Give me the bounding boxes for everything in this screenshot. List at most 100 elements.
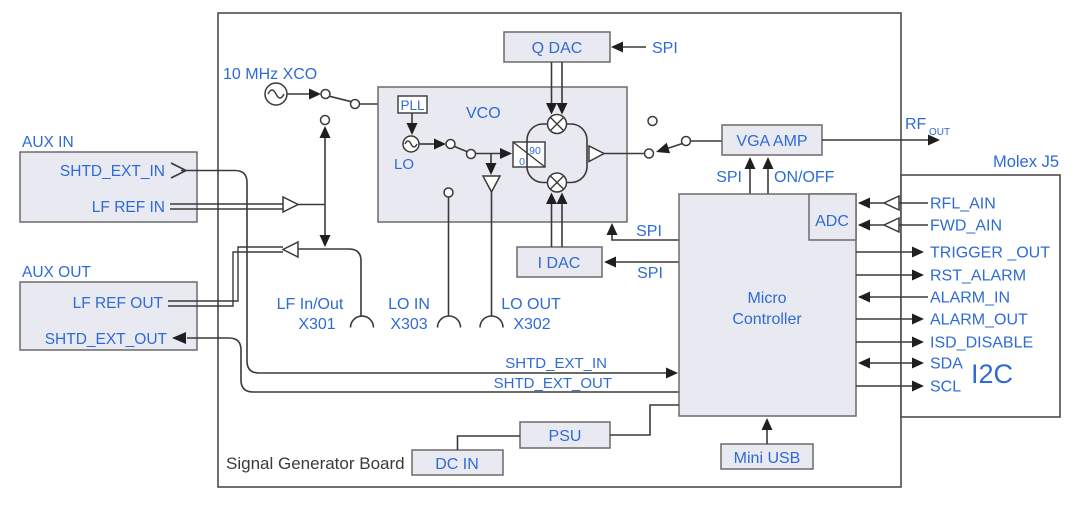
- mini-usb-box: [720, 443, 814, 470]
- aux-in-box: [19, 151, 198, 223]
- psu-to-micro-line: [610, 404, 679, 436]
- molex-pin-label: SDA: [930, 356, 963, 373]
- qdac-box: [503, 31, 611, 63]
- arrow-up-icon: [556, 192, 568, 204]
- arrow-up-icon: [606, 223, 618, 235]
- switch-pole-icon: [445, 138, 456, 150]
- lo-in-label: LO IN: [388, 296, 430, 313]
- arrow-down-icon: [406, 123, 418, 135]
- molex-pin-label: RFL_AIN: [930, 196, 996, 213]
- coax-connector-icon: [436, 315, 462, 328]
- sine-icon: [267, 89, 285, 99]
- micro-label-line1: Micro: [747, 290, 786, 307]
- idac-to-mixer-lines: [550, 204, 563, 247]
- arrow-left-icon: [858, 219, 870, 231]
- arrow-left-icon: [858, 357, 870, 369]
- switch-blade-icon: [453, 145, 468, 153]
- x303-label: X303: [390, 316, 427, 333]
- arrow-right-icon: [500, 148, 512, 159]
- mixer-x: [550, 117, 564, 131]
- aux-out-block: AUX OUT LF REF OUT SHTD_EXT_OUT: [19, 264, 198, 351]
- arrow-up-icon: [762, 157, 774, 169]
- vco-block: VCO PLL LO 90 0: [377, 86, 628, 317]
- idac-group: I DAC SPI SPI: [516, 192, 679, 282]
- arrow-right-icon: [912, 313, 924, 325]
- arrow-down-icon: [485, 163, 497, 175]
- micro-controller-group: Micro Controller ADC: [678, 193, 857, 417]
- arrow-down-icon: [546, 103, 557, 115]
- open-arrow-left-icon: [882, 194, 900, 212]
- rf-connectors-group: LF In/Out X301 LO IN X303 LO OUT X302: [277, 296, 561, 333]
- xco-label: 10 MHz XCO: [223, 66, 317, 83]
- aux-out-title: AUX OUT: [22, 264, 91, 281]
- arrow-left-icon: [858, 197, 870, 209]
- vga-onoff-label: ON/OFF: [774, 169, 835, 186]
- lf-ref-out-pair-line-b: [168, 251, 283, 307]
- vga-group: VGA AMP SPI ON/OFF RF OUT: [604, 115, 950, 194]
- psu-label: PSU: [549, 428, 582, 445]
- arrow-left-icon: [611, 41, 623, 53]
- aux-out-pin-lfref: LF REF OUT: [73, 295, 164, 312]
- adc-label: ADC: [815, 213, 849, 230]
- arrow-up-icon: [319, 126, 331, 138]
- arrow-down-icon: [556, 103, 568, 115]
- rf-out-sub-label: OUT: [929, 127, 950, 138]
- buffer-amp-down-icon: [481, 175, 502, 194]
- vga-amp-box: [721, 124, 823, 156]
- shtd-ext-in-label: SHTD_EXT_IN: [505, 355, 607, 372]
- vga-spi-label: SPI: [716, 169, 742, 186]
- arrow-right-icon: [912, 357, 924, 369]
- phase-splitter-diagonal: [512, 141, 546, 168]
- aux-in-block: AUX IN SHTD_EXT_IN LF REF IN: [19, 134, 198, 223]
- arrow-left-icon: [172, 332, 186, 344]
- chevron-right-icon: [170, 162, 187, 179]
- aux-in-title: AUX IN: [22, 134, 74, 151]
- buffer-amp-right-icon: [588, 144, 606, 163]
- dcin-to-psu-line: [456, 435, 520, 450]
- x302-label: X302: [513, 316, 550, 333]
- arrow-left-icon: [656, 142, 671, 154]
- molex-box: [900, 174, 1061, 418]
- molex-pin-label: RST_ALARM: [930, 268, 1026, 285]
- switch-pole-icon: [443, 187, 454, 198]
- shtd-wiring: SHTD_EXT_IN SHTD_EXT_OUT: [172, 169, 679, 393]
- spi-idac-label: SPI: [637, 265, 663, 282]
- coax-connector-icon: [479, 315, 504, 328]
- arrow-up-icon: [761, 418, 773, 430]
- qdac-to-mixer-lines: [550, 62, 563, 103]
- switch-pole-icon: [319, 114, 331, 126]
- lf-ref-in-pair-line: [170, 203, 283, 210]
- xco-group: 10 MHz XCO: [223, 66, 397, 126]
- arrow-right-icon: [309, 88, 321, 100]
- switch-pole-icon: [465, 148, 477, 160]
- aux-out-box: [19, 281, 198, 351]
- molex-pin-label: SCL: [930, 379, 961, 396]
- qdac-label: Q DAC: [532, 40, 583, 57]
- arrow-right-icon: [912, 269, 924, 281]
- lo-out-label: LO OUT: [501, 296, 561, 313]
- aux-in-pin-lfref: LF REF IN: [92, 199, 165, 216]
- vco-title: VCO: [466, 105, 501, 122]
- spi-qdac-label: SPI: [652, 40, 678, 57]
- switch-pole-icon: [320, 88, 331, 100]
- lf-inout-line: [298, 248, 362, 317]
- spi-vco-line: [611, 235, 679, 241]
- coax-connector-icon: [349, 315, 375, 328]
- open-arrow-left-icon: [882, 216, 900, 234]
- arrow-right-icon: [912, 336, 924, 348]
- buffer-amp-left-icon: [281, 240, 299, 259]
- molex-title: Molex J5: [993, 153, 1059, 171]
- spi-vco-label: SPI: [636, 223, 662, 240]
- i2c-label: I2C: [971, 359, 1013, 389]
- shtd-ext-in-line: [181, 169, 667, 374]
- lo-label: LO: [394, 156, 414, 173]
- qdac-group: Q DAC SPI: [503, 31, 678, 115]
- idac-label: I DAC: [538, 255, 581, 272]
- buffer-amp-right-icon: [282, 195, 300, 214]
- power-group: PSU DC IN Mini USB: [411, 404, 814, 476]
- sine-icon: [404, 140, 418, 148]
- arrow-right-icon: [666, 367, 678, 379]
- switch-pole-icon: [647, 115, 658, 127]
